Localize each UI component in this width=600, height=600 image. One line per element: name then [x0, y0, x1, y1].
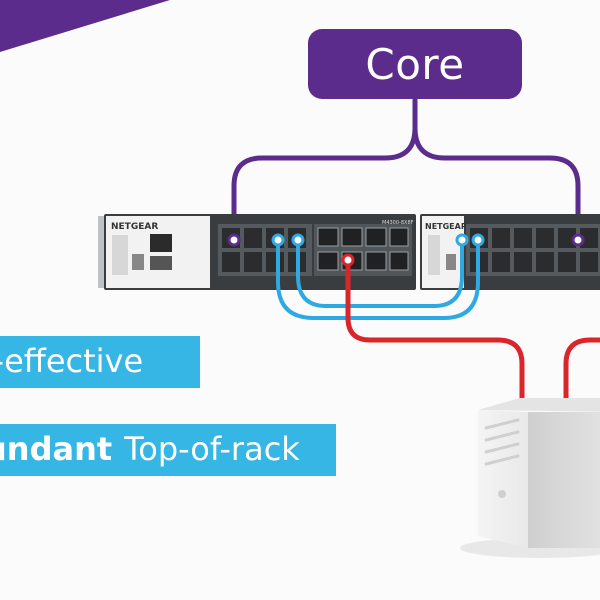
stack-link-outer: [276, 238, 480, 320]
server-tower: [460, 398, 600, 558]
switch-1-mgmt-port: [150, 234, 172, 252]
core-link-right: [412, 125, 581, 243]
server-top: [478, 398, 600, 412]
server-link-right: [563, 337, 600, 411]
core-label-box: Core: [308, 29, 522, 99]
server-link-left: [345, 257, 525, 411]
switch-2: NETGEAR: [420, 214, 600, 290]
server-link-connector: [341, 253, 355, 267]
server-links: [345, 257, 600, 411]
banner-1-text: t-effective: [0, 342, 144, 380]
switch-1-brand: NETGEAR: [111, 222, 158, 232]
switch-1-console-port: [150, 256, 172, 270]
banner-2-bold: undant: [0, 430, 113, 468]
switch-1-led-panel: [112, 235, 128, 275]
stack-link-inner: [296, 238, 464, 308]
core-link-left: [231, 97, 418, 243]
server-vents: [484, 418, 520, 466]
switch-2-led-panel: [428, 235, 440, 275]
core-uplinks: [231, 97, 581, 243]
banner-2-content: undant Top-of-rack: [0, 430, 300, 468]
server-front: [478, 410, 528, 548]
banner-2-text: Top-of-rack: [124, 430, 300, 468]
switch-1-usb-port: [132, 254, 144, 270]
stacking-links: [276, 238, 480, 320]
banner-redundant-tor: undant Top-of-rack: [0, 424, 336, 476]
switch-2-usb-port: [446, 254, 456, 270]
switch-1-ear-left: [98, 216, 106, 288]
server-power-button: [498, 490, 506, 498]
corner-ribbon: [0, 0, 170, 52]
switch-2-sfp-block: [466, 224, 600, 276]
core-link-connectors: [227, 233, 585, 247]
server-side: [528, 412, 600, 548]
banner-cost-effective: t-effective: [0, 336, 200, 388]
switch-1-model: M4300-8X8F: [382, 220, 414, 226]
core-label: Core: [365, 39, 465, 89]
switch-2-brand: NETGEAR: [425, 222, 467, 231]
stacking-link-connectors: [271, 233, 485, 247]
